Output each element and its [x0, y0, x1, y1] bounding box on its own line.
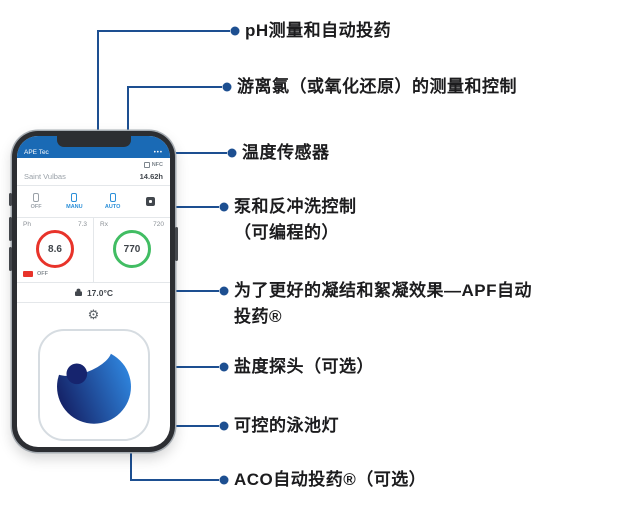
gear-icon[interactable]: ⚙ — [87, 307, 100, 322]
callout-text: 温度传感器 — [242, 143, 330, 162]
callout-line-aco — [130, 448, 219, 481]
mode-label: OFF — [30, 204, 42, 210]
filtration-time: 14.62h — [139, 172, 163, 181]
callout-label-light: 可控的泳池灯 — [234, 413, 339, 439]
callout-line-ph — [97, 30, 230, 140]
site-row: Saint Vulbas 14.62h — [17, 169, 170, 186]
gauge-row: Ph 7.3 8.6 OFF Rx 720 — [17, 218, 170, 283]
temperature-value: 17.0°C — [86, 287, 114, 298]
callout-text: ACO自动投药®（可选） — [234, 470, 427, 489]
callout-text: （可编程的） — [234, 223, 339, 242]
phone-mockup: APE Tec ••• NFC Saint Vulbas 14.62h OFF … — [9, 131, 178, 452]
probe-icon — [109, 193, 116, 202]
mode-manual-toggle[interactable]: MANU — [55, 186, 93, 217]
callout-bullet-aco — [219, 475, 229, 485]
site-name: Saint Vulbas — [24, 172, 66, 181]
volume-up-button — [9, 217, 12, 241]
ph-gauge-footer: OFF — [23, 269, 87, 278]
probe-icon — [33, 193, 40, 202]
callout-text: pH测量和自动投药 — [245, 21, 392, 40]
callout-label-apf: 为了更好的凝结和絮凝效果—APF自动 投药® — [234, 278, 532, 330]
wave-logo-icon — [51, 342, 131, 424]
mode-auto-toggle[interactable]: AUTO — [94, 186, 132, 217]
callout-label-aco: ACO自动投药®（可选） — [234, 467, 426, 493]
callout-text: 游离氯（或氧化还原）的测量和控制 — [237, 77, 517, 96]
pump-shortcut[interactable] — [132, 186, 170, 217]
temperature-sensor-icon — [74, 288, 82, 296]
callout-bullet-apf — [219, 286, 229, 296]
rx-setpoint: 720 — [153, 221, 164, 228]
ph-value-ring: 8.6 — [36, 230, 74, 268]
settings-row: ⚙ — [17, 303, 170, 327]
callout-label-pump: 泵和反冲洗控制 （可编程的） — [234, 194, 357, 246]
callout-bullet-pump — [219, 202, 229, 212]
mode-label: AUTO — [104, 204, 121, 210]
callout-label-salinity: 盐度探头（可选） — [234, 354, 374, 380]
mute-switch — [9, 193, 12, 206]
pump-icon — [146, 197, 156, 206]
ph-setpoint: 7.3 — [77, 221, 87, 228]
rx-value-ring: 770 — [113, 230, 151, 268]
nfc-row: NFC — [17, 158, 170, 169]
callout-bullet-ph — [230, 26, 240, 36]
app-title: APE Tec — [24, 149, 49, 156]
rx-gauge-header: Rx 720 — [100, 221, 164, 228]
callout-label-chlorine: 游离氯（或氧化还原）的测量和控制 — [237, 74, 517, 100]
rx-gauge-footer — [100, 269, 164, 278]
mode-label: MANU — [66, 204, 83, 210]
ph-gauge[interactable]: Ph 7.3 8.6 OFF — [17, 218, 93, 282]
phone-notch — [56, 136, 131, 147]
ph-value: 8.6 — [48, 243, 62, 255]
app-header: APE Tec ••• — [17, 136, 170, 158]
callout-text: 泵和反冲洗控制 — [234, 197, 357, 216]
callout-text: 为了更好的凝结和絮凝效果—APF自动 — [234, 281, 532, 300]
callout-text: 投药® — [234, 307, 283, 326]
mode-toggle-row: OFF MANU AUTO — [17, 186, 170, 218]
ph-gauge-header: Ph 7.3 — [23, 221, 87, 228]
mode-off-toggle[interactable]: OFF — [17, 186, 55, 217]
callout-label-temperature: 温度传感器 — [242, 140, 330, 166]
callout-bullet-temperature — [227, 148, 237, 158]
nfc-label: NFC — [151, 161, 163, 168]
brand-logo-button[interactable] — [37, 329, 150, 441]
probe-icon — [71, 193, 78, 202]
ph-alarm-badge — [23, 270, 33, 277]
volume-down-button — [9, 247, 12, 271]
rx-value: 770 — [123, 243, 141, 255]
callout-text: 可控的泳池灯 — [234, 416, 339, 435]
callout-text: 盐度探头（可选） — [234, 357, 374, 376]
temperature-row: 17.0°C — [17, 283, 170, 303]
nfc-icon — [143, 161, 150, 168]
ph-label: Ph — [23, 221, 31, 228]
callout-bullet-salinity — [219, 362, 229, 372]
callout-bullet-chlorine — [222, 82, 232, 92]
callout-label-ph: pH测量和自动投药 — [245, 18, 391, 44]
callout-bullet-light — [219, 421, 229, 431]
rx-gauge[interactable]: Rx 720 770 — [93, 218, 170, 282]
phone-screen: APE Tec ••• NFC Saint Vulbas 14.62h OFF … — [17, 136, 170, 447]
rx-label: Rx — [100, 221, 108, 228]
callout-line-chlorine — [127, 86, 222, 140]
power-button — [175, 227, 178, 261]
ph-status: OFF — [37, 270, 48, 277]
menu-dots-icon[interactable]: ••• — [153, 150, 163, 156]
